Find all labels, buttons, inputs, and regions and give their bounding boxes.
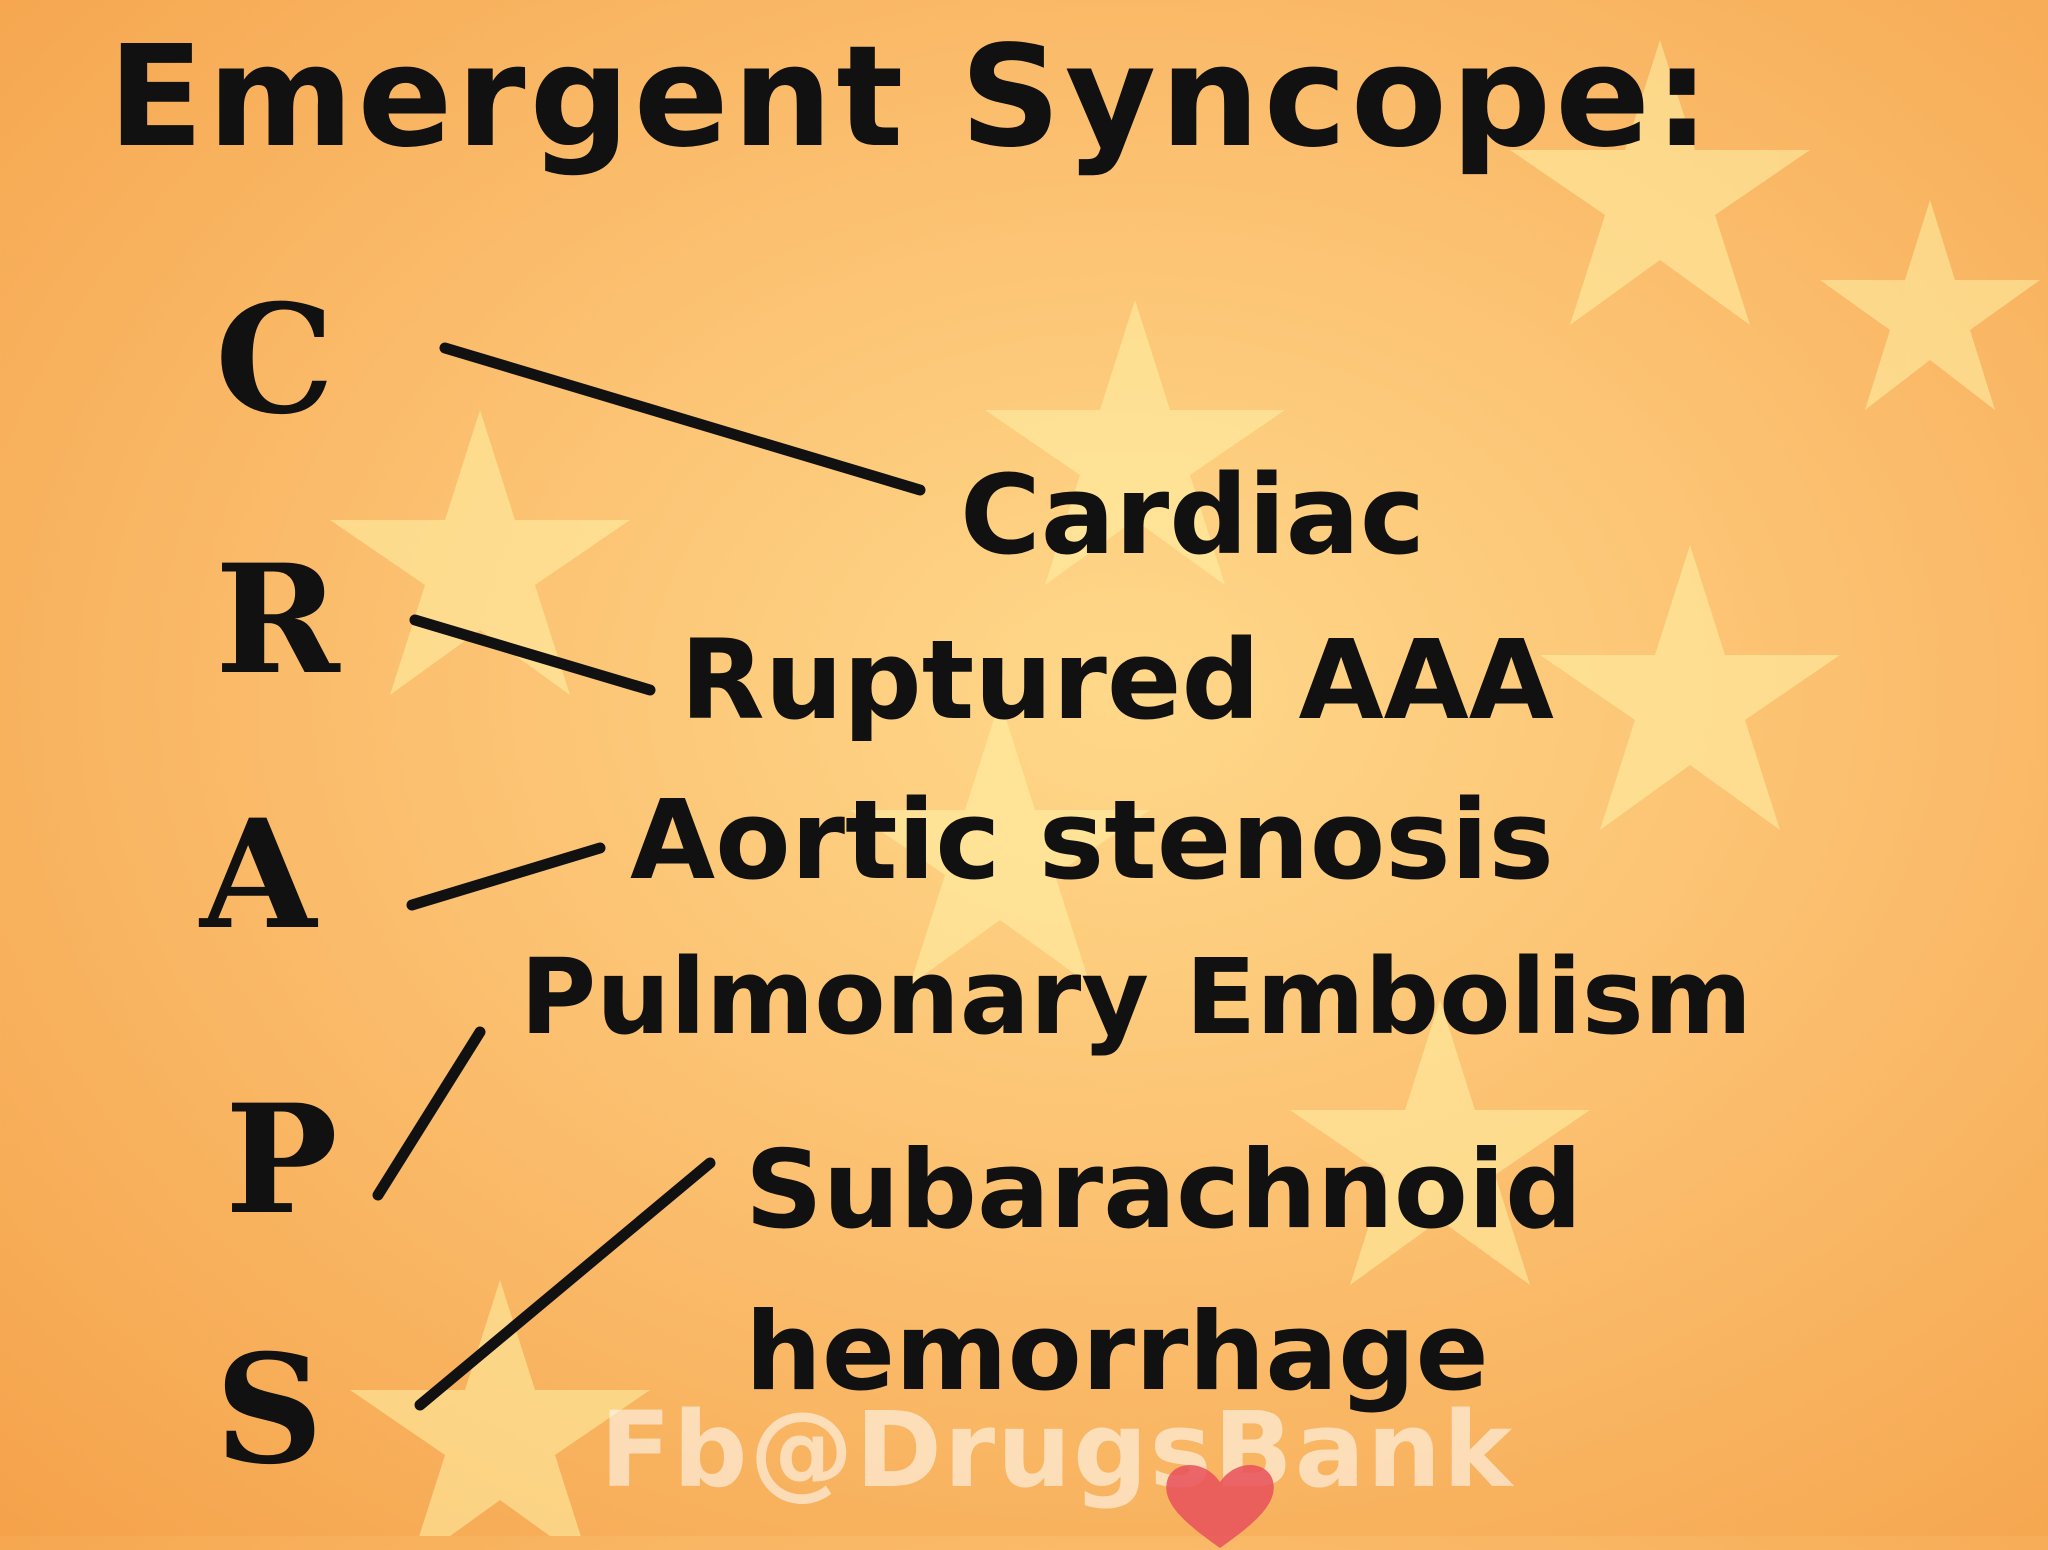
watermark: Fb@DrugsBank [600, 1389, 1515, 1511]
poster-title: Emergent Syncope: [108, 16, 1715, 179]
heart-icon [1166, 1464, 1274, 1548]
term-ruptured-aaa: Ruptured AAA [680, 616, 1554, 744]
star-shape [330, 410, 630, 695]
connector-p [372, 1026, 486, 1201]
connector-s [414, 1157, 716, 1411]
star-shape [1510, 40, 1810, 325]
connector-r [409, 614, 656, 696]
connector-a [406, 842, 606, 911]
mnemonic-letter-s: S [215, 1322, 324, 1498]
mnemonic-letter-c: C [215, 272, 335, 448]
term-aortic-stenosis: Aortic stenosis [630, 776, 1554, 904]
star-shape [850, 700, 1150, 985]
mnemonic-letter-r: R [215, 532, 340, 708]
mnemonic-letter-p: P [225, 1072, 338, 1248]
star-shape [1290, 1000, 1590, 1285]
connector-c [439, 342, 926, 496]
star-shape [1540, 545, 1840, 830]
star-shape [985, 300, 1285, 585]
star-shape [350, 1280, 650, 1536]
mnemonic-letter-a: A [200, 787, 317, 963]
term-cardiac: Cardiac [960, 451, 1426, 579]
term-pulmonary-embolism: Pulmonary Embolism [520, 936, 1753, 1058]
term-subarachnoid-hemorrhage: Subarachnoid hemorrhage [745, 1128, 1583, 1415]
star-shape [1820, 200, 2040, 410]
